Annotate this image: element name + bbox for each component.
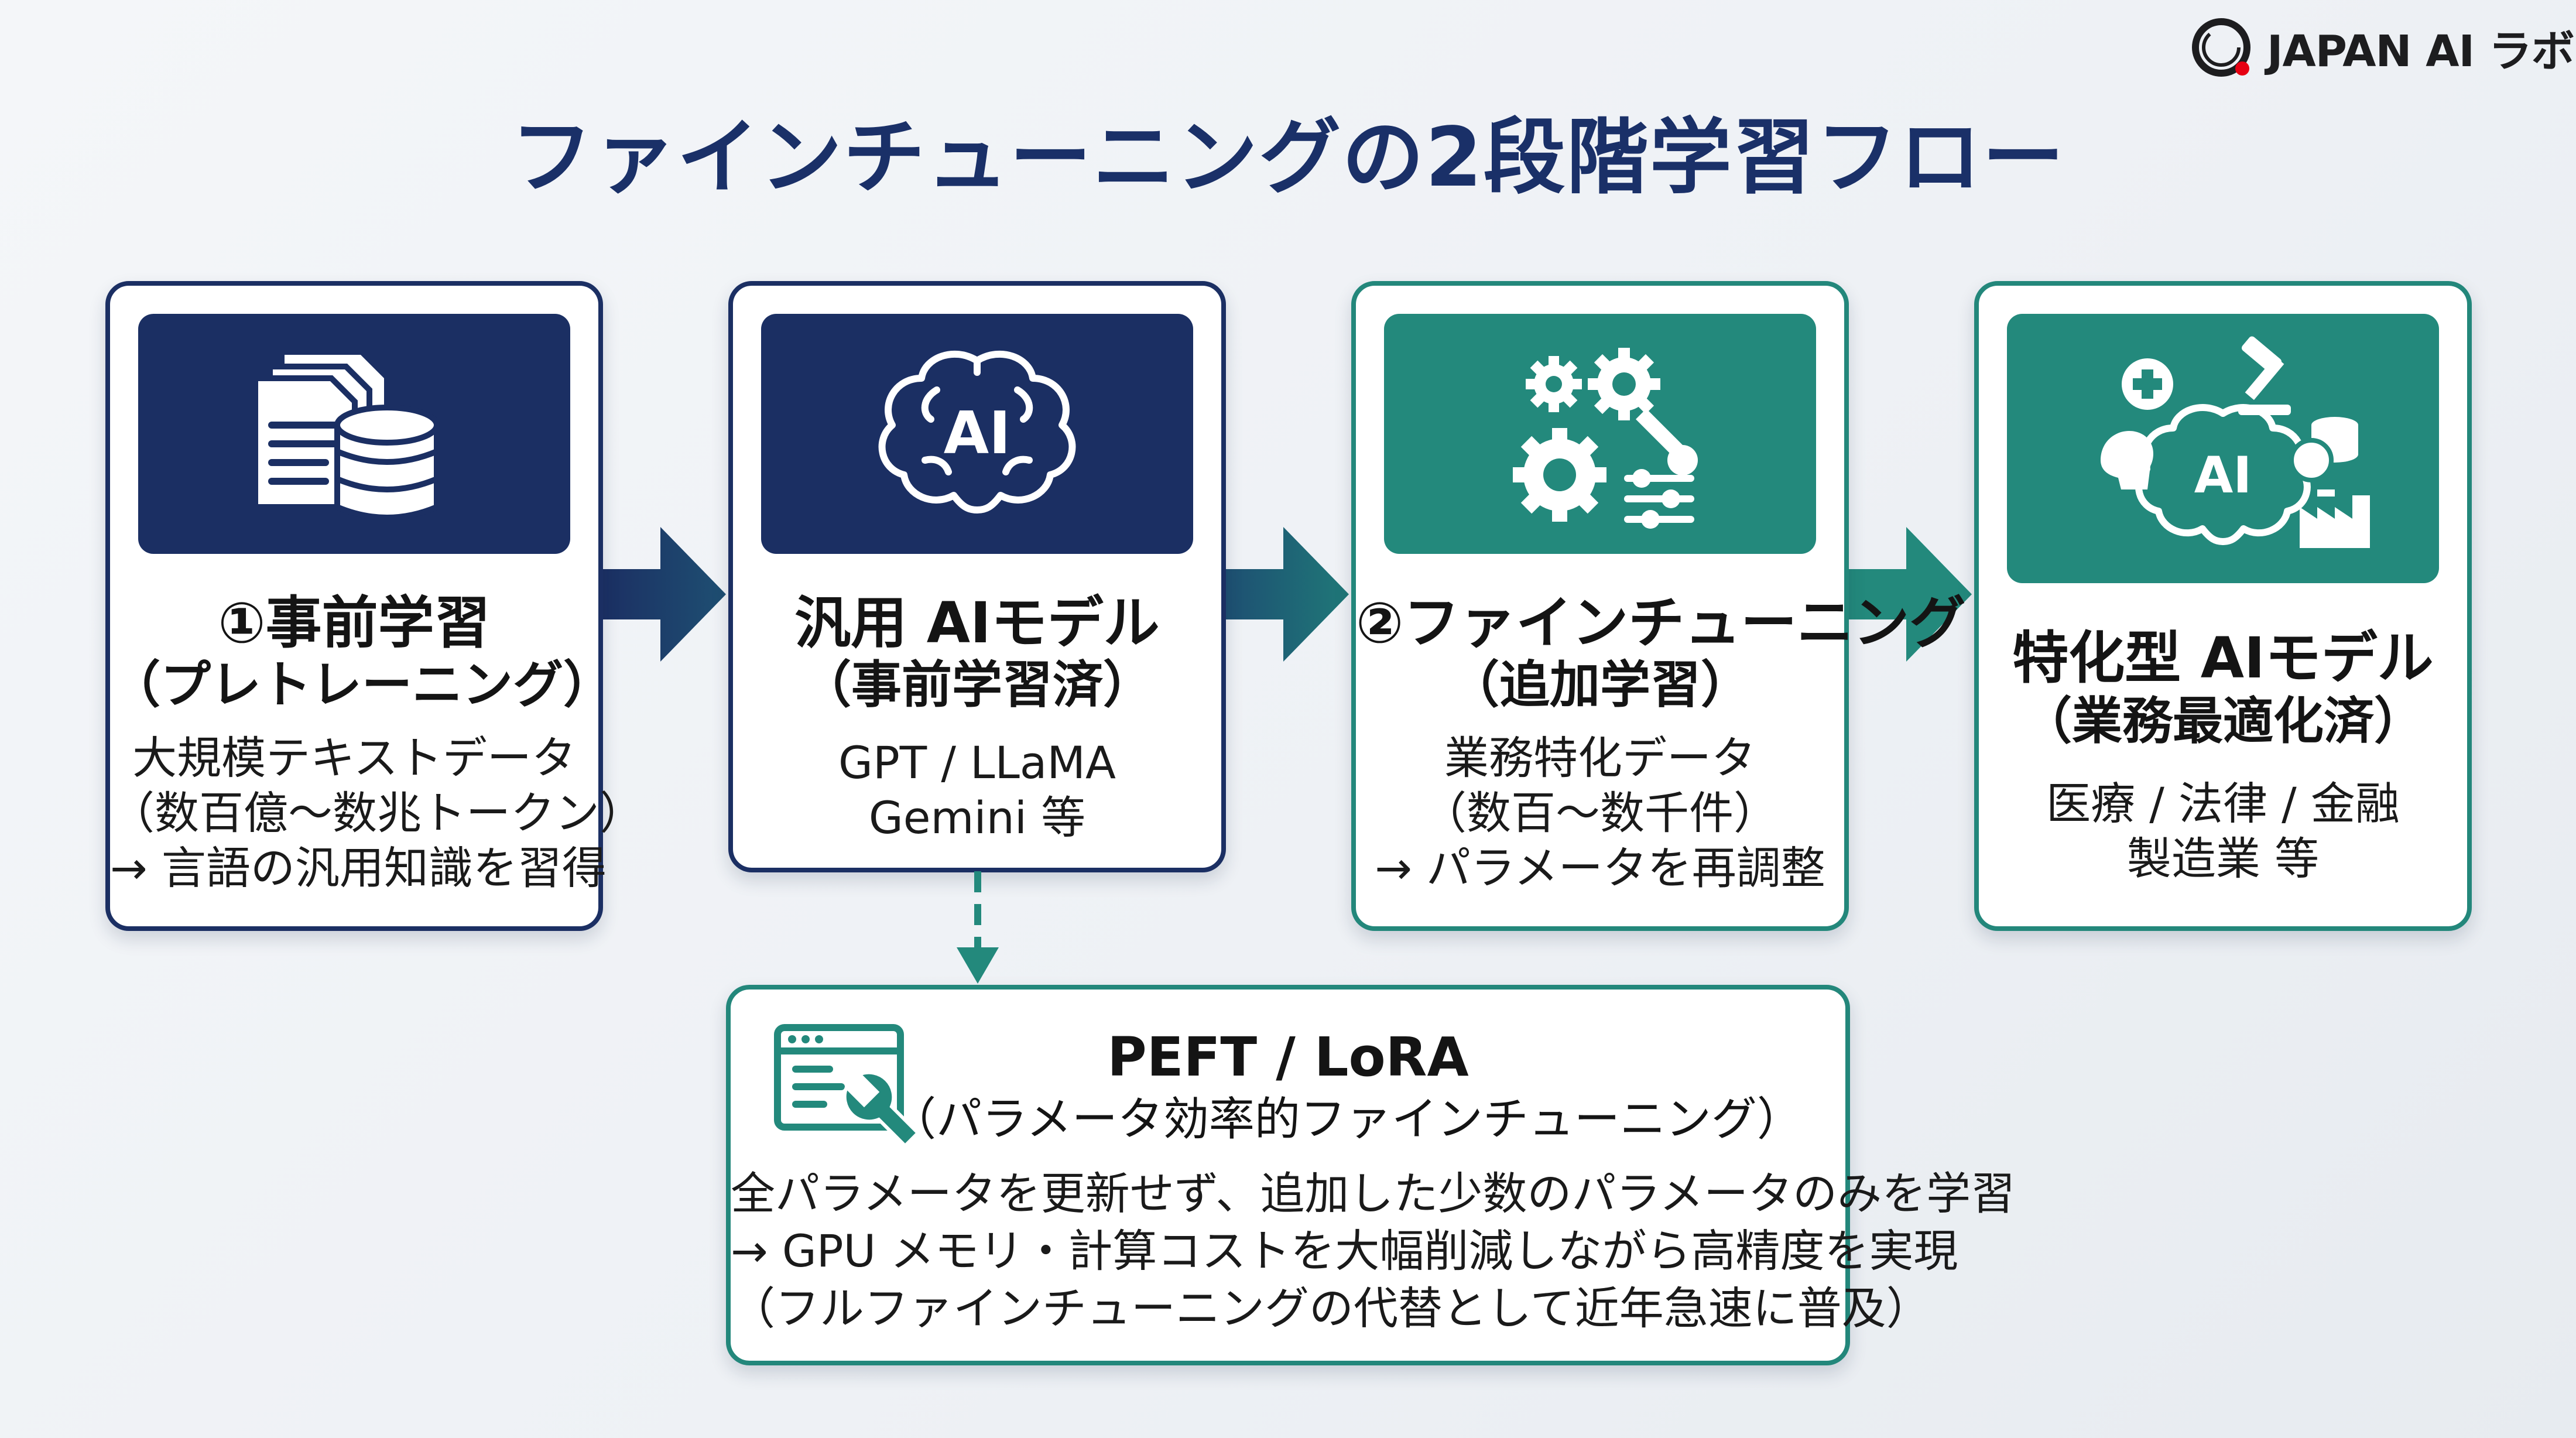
step-icon-band: AI [2007,314,2439,583]
step-icon-band [1384,314,1816,554]
step-description-line: 医療 / 法律 / 金融 [2046,778,2400,830]
step-description-line: → パラメータを再調整 [1375,842,1825,894]
step-subtitle: （事前学習済） [801,656,1153,714]
step-title: ②ファインチューニング [1356,590,1966,656]
step-icon-band [138,314,570,554]
specialized-ai-brain-icon: AI [2101,336,2370,548]
step-card-specialized-model: AI 特化型 AIモデル （業務最適化済） 医療 / 法律 / 金融 製造業 等 [1974,281,2472,931]
step-icon-band: AI [761,314,1193,554]
step-description-line: GPT / LLaMA [838,737,1116,789]
peft-lora-card: PEFT / LoRA （パラメータ効率的ファインチューニング） 全パラメータを… [726,985,2016,1365]
step-card-pretraining: ①事前学習 （プレトレーニング） 大規模テキストデータ （数百億〜数兆トークン）… [105,281,644,931]
step-card-general-model: AI 汎用 AIモデル （事前学習済） GPT / LLaMA Gemini 等 [728,281,1226,872]
arrow-right-icon [1225,527,1349,662]
window-wrench-icon [774,1024,921,1149]
step-description-line: （数百〜数千件） [1422,787,1778,839]
step-description-line: 製造業 等 [2126,833,2320,885]
step-description-line: Gemini 等 [868,792,1086,844]
step-subtitle: （追加学習） [1449,656,1751,714]
peft-description-line: → GPU メモリ・計算コストを大幅削減しながら高精度を実現 [731,1225,1958,1277]
brand-name: JAPAN AI ラボ [2267,26,2575,77]
page-title: ファインチューニングの2段階学習フロー [511,110,2065,206]
ai-brain-icon: AI [878,350,1076,513]
step-card-finetuning: ②ファインチューニング （追加学習） 業務特化データ （数百〜数千件） → パラ… [1351,281,1966,931]
dashed-arrow-down-icon [957,871,999,984]
peft-subtitle: （パラメータ効率的ファインチューニング） [890,1093,1803,1146]
logo-ring-icon [2188,15,2254,80]
peft-title: PEFT / LoRA [1107,1026,1469,1088]
arrow-right-icon [602,527,726,662]
arrow-right-icon [1848,527,1972,662]
step-title: 特化型 AIモデル [2012,625,2434,691]
step-description-line: → 言語の汎用知識を習得 [110,842,607,894]
step-description-line: （数百億〜数兆トークン） [110,787,644,839]
step-description: 医療 / 法律 / 金融 製造業 等 [1979,776,2467,886]
ai-brain-label: AI [2194,446,2252,505]
step-description: GPT / LLaMA Gemini 等 [733,735,1221,845]
step-description: 業務特化データ （数百〜数千件） → パラメータを再調整 [1356,731,1844,896]
peft-description-line: 全パラメータを更新せず、追加した少数のパラメータのみを学習 [731,1167,2016,1220]
peft-description-line: （フルファインチューニングの代替として近年急速に普及） [731,1282,1931,1334]
step-title: 汎用 AIモデル [794,590,1160,656]
step-description-line: 業務特化データ [1444,732,1756,784]
gears-wrench-icon [1513,348,1698,529]
ai-brain-label: AI [944,399,1011,467]
step-subtitle: （プレトレーニング） [110,656,614,714]
step-description: 大規模テキストデータ （数百億〜数兆トークン） → 言語の汎用知識を習得 [110,731,644,896]
brand-logo: JAPAN AI ラボ [2188,13,2575,82]
step-description-line: 大規模テキストデータ [132,732,576,784]
step-subtitle: （業務最適化済） [2022,692,2424,751]
step-title: ①事前学習 [218,590,491,656]
peft-description: 全パラメータを更新せず、追加した少数のパラメータのみを学習 → GPU メモリ・… [731,1165,2016,1337]
documents-database-icon [252,355,440,521]
